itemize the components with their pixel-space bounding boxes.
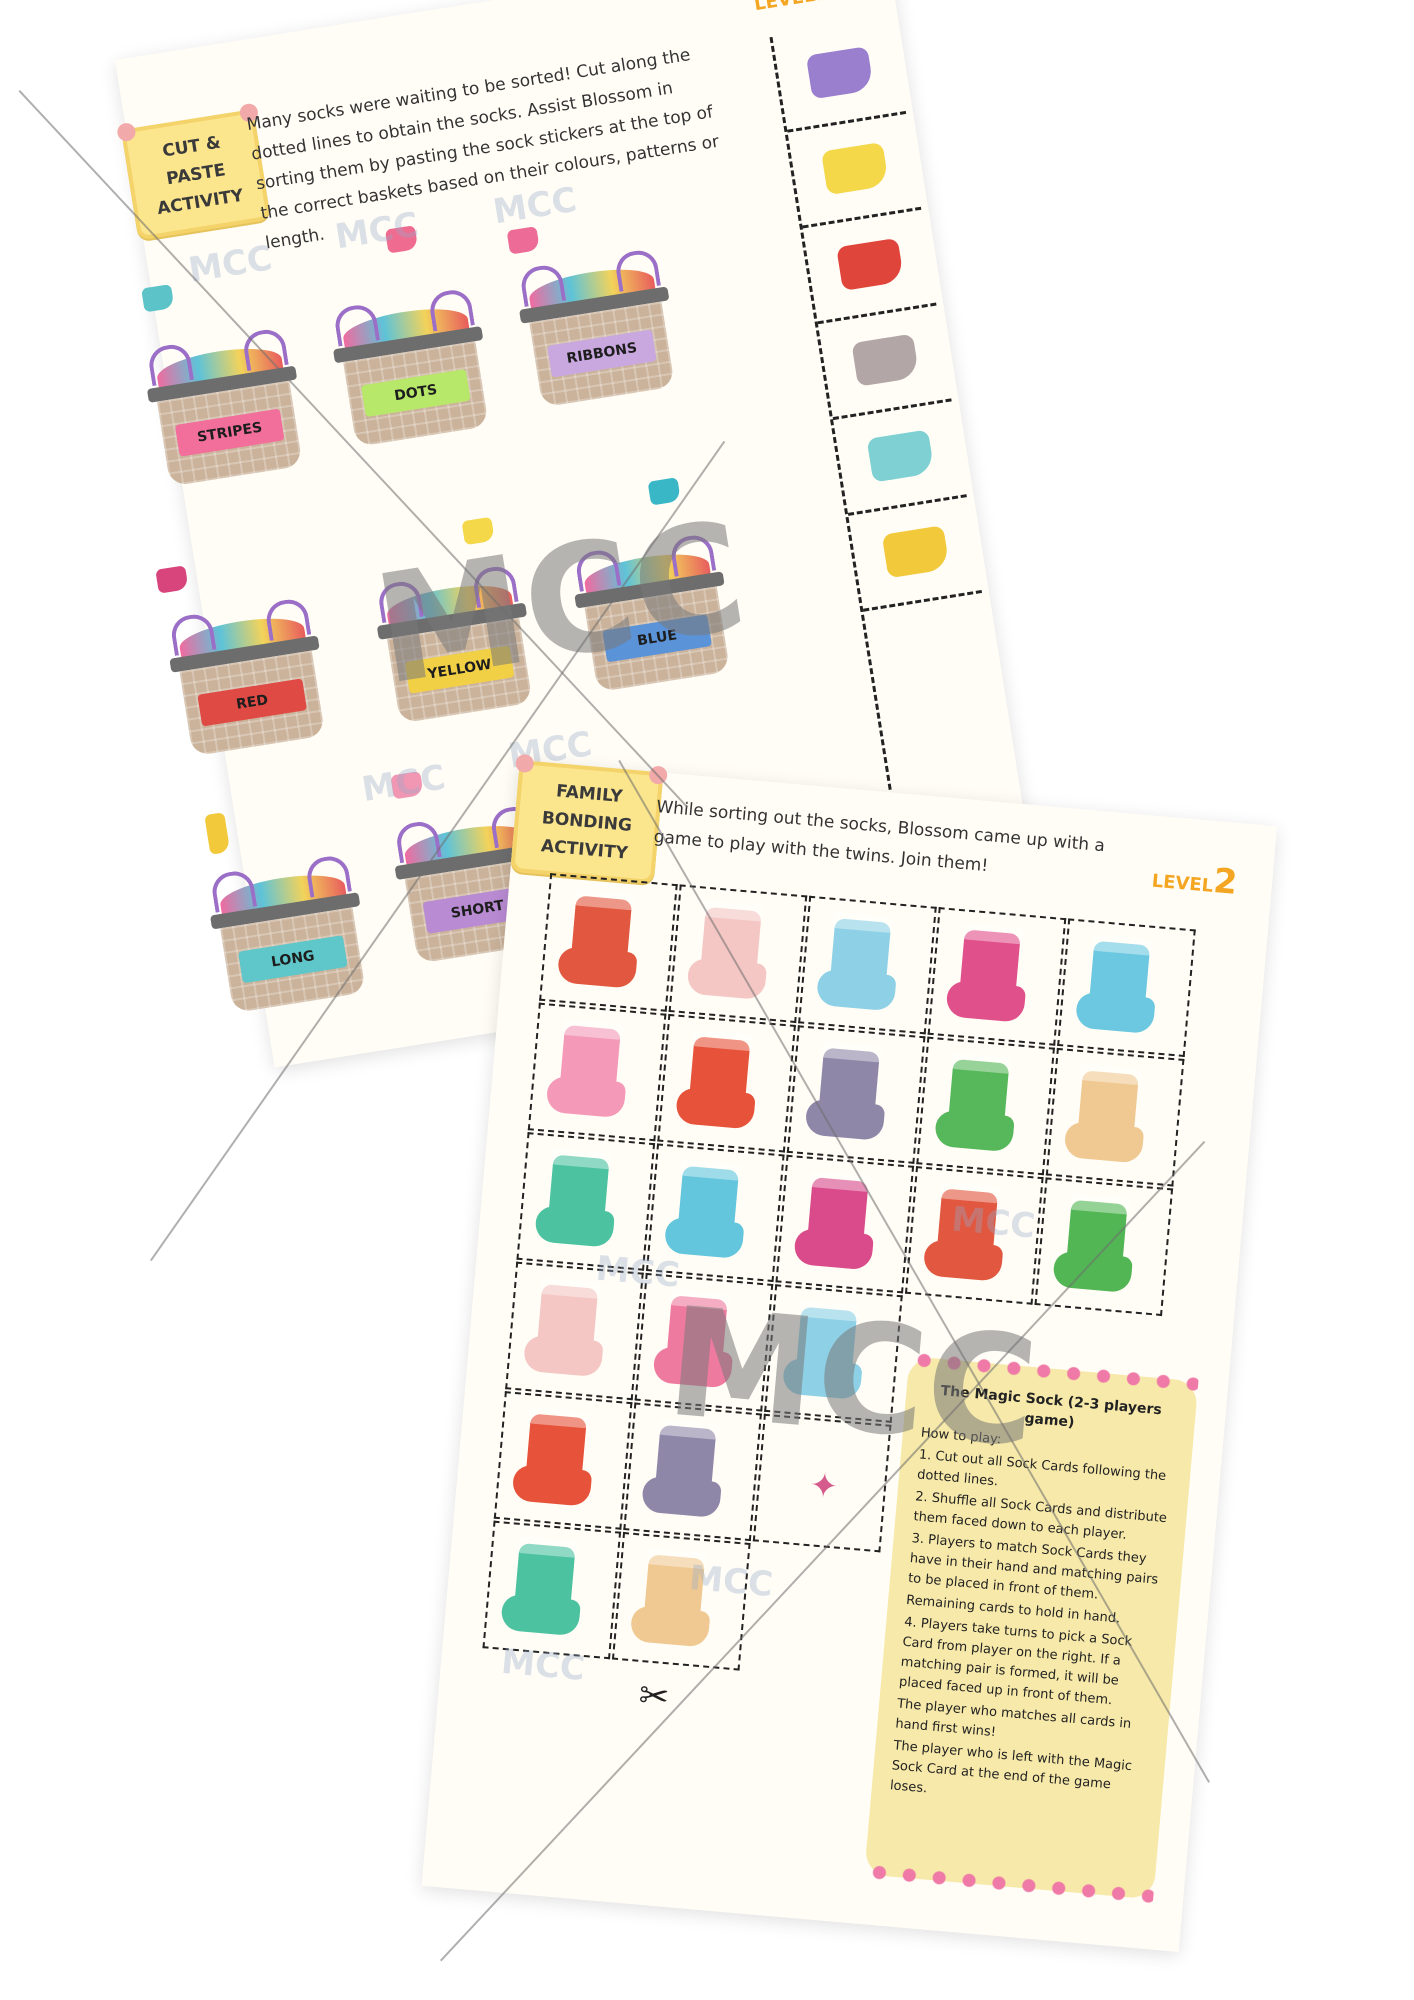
sock-card[interactable] (516, 1132, 656, 1271)
sock-foot (522, 1334, 604, 1378)
sock-sticker[interactable] (772, 18, 907, 133)
sock-card[interactable] (527, 1002, 667, 1142)
basket-ribbons: RIBBONS (506, 226, 683, 409)
sock-card[interactable] (1045, 1047, 1185, 1187)
sock-sticker[interactable] (817, 305, 952, 421)
sock-card[interactable] (775, 1154, 915, 1294)
sock-card[interactable] (786, 1025, 926, 1164)
sock-card[interactable] (798, 895, 937, 1035)
watermark: MCC (499, 1641, 587, 1690)
watermark: MCC (687, 1557, 775, 1606)
sock-foot (922, 1239, 1004, 1282)
level-word: LEVEL (752, 0, 817, 16)
sock-foot (933, 1109, 1015, 1153)
sock-sticker[interactable] (802, 209, 937, 325)
level-word: LEVEL (1150, 870, 1215, 897)
basket-long: LONG (204, 812, 374, 1015)
sock-sticker[interactable] (787, 113, 922, 229)
sock-foot (556, 946, 638, 989)
sock-card[interactable] (657, 1013, 796, 1153)
level-number: 2 (1211, 860, 1239, 903)
watermark: MCC (594, 1248, 682, 1296)
sock-foot (640, 1475, 722, 1519)
sock-foot (674, 1087, 756, 1130)
instructions-text: While sorting out the socks, Blossom cam… (652, 797, 1106, 877)
scissors-icon: ✂ (637, 1674, 671, 1718)
sock-sticker[interactable] (833, 401, 967, 516)
sock-foot (500, 1593, 581, 1637)
watermark: MCC (949, 1199, 1037, 1247)
family-bonding-activity-tag: FAMILY BONDING ACTIVITY (510, 753, 668, 885)
sock-foot (1052, 1250, 1133, 1294)
sock-card[interactable] (668, 884, 808, 1024)
sock-sticker[interactable] (848, 497, 983, 612)
sock-card[interactable] (927, 907, 1067, 1046)
sock-foot (545, 1075, 627, 1119)
sock-card[interactable] (1057, 918, 1196, 1058)
sock-foot (534, 1205, 615, 1248)
sock-foot (1063, 1121, 1145, 1164)
sock-foot (663, 1216, 745, 1260)
basket-red: RED (155, 565, 333, 758)
sock-foot (815, 968, 897, 1012)
sock-foot (945, 980, 1027, 1023)
sock-card[interactable] (482, 1520, 622, 1660)
sock-card[interactable] (539, 873, 678, 1012)
level-number: 2 (811, 0, 841, 10)
instructions-text: Many socks were waiting to be sorted! Cu… (245, 45, 721, 254)
level-badge: LEVEL2 (750, 0, 841, 19)
sock-sticker-strip (769, 18, 1014, 808)
sock-foot (511, 1464, 593, 1507)
basket-dots: DOTS (327, 225, 497, 448)
sock-foot (793, 1227, 874, 1271)
watermark: MCC (359, 757, 449, 811)
basket-stripes: STRIPES (141, 284, 311, 488)
sock-foot (1074, 991, 1156, 1035)
watermark-large: MCC (660, 1275, 1044, 1482)
family-bonding-worksheet: FAMILY BONDING ACTIVITY While sorting ou… (421, 753, 1278, 1952)
level-badge: LEVEL2 (1151, 856, 1239, 903)
sock-card[interactable] (916, 1036, 1055, 1176)
sock-card[interactable] (493, 1391, 633, 1530)
sock-foot (629, 1605, 711, 1648)
